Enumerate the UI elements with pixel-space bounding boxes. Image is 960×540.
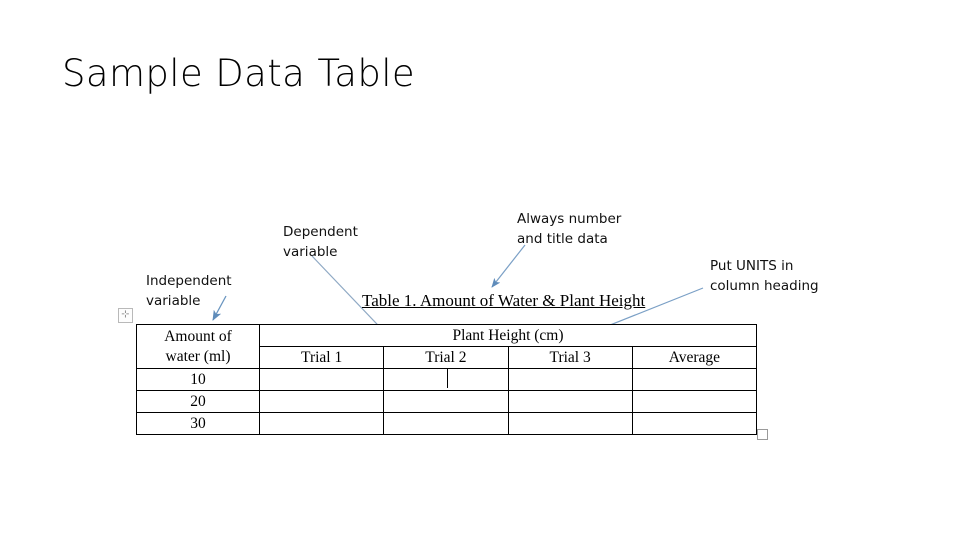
table-move-handle-icon[interactable]: ⊹ (118, 308, 133, 323)
cell-trial-3[interactable] (507, 412, 633, 435)
header-cell-average: Average (631, 346, 758, 369)
table-row[interactable]: 30 (136, 412, 758, 435)
header-cell-plant-height: Plant Height (cm) (259, 324, 757, 347)
header-cell-trial-2: Trial 2 (383, 346, 509, 369)
annotation-line: variable (146, 292, 201, 309)
cell-average[interactable] (631, 412, 758, 435)
cell-trial-2[interactable] (383, 390, 509, 413)
annotation-line: Always number (517, 211, 622, 227)
arrow-always-number-title (491, 244, 526, 288)
table-row-header-trials: Trial 1 Trial 2 Trial 3 Average (137, 346, 758, 369)
annotation-always-number-title: Always number and title data (517, 210, 621, 249)
cell-trial-3[interactable] (507, 390, 633, 413)
cell-average[interactable] (631, 368, 758, 391)
cell-trial-2[interactable] (383, 368, 509, 391)
annotation-line: variable (283, 243, 338, 260)
table-row[interactable]: 20 (136, 390, 758, 413)
annotation-line: and title data (517, 230, 608, 247)
table-caption: Table 1. Amount of Water & Plant Height (362, 291, 646, 310)
table-resize-handle-icon[interactable] (757, 429, 768, 440)
header-cell-trial-1: Trial 1 (258, 346, 385, 369)
cell-water-amount[interactable]: 10 (136, 368, 260, 391)
cell-trial-1[interactable] (258, 390, 385, 413)
data-table[interactable]: Amount of water (ml) Plant Height (cm) T… (136, 324, 758, 435)
header-line: water (ml) (165, 347, 231, 365)
cell-trial-2[interactable] (383, 412, 509, 435)
header-line: Amount of (164, 327, 232, 345)
annotation-put-units: Put UNITS in column heading (710, 257, 819, 296)
annotation-line: Put UNITS in (710, 258, 794, 274)
annotation-line: Independent (146, 273, 232, 289)
cell-water-amount[interactable]: 20 (136, 390, 260, 413)
header-cell-trial-3: Trial 3 (507, 346, 633, 369)
header-cell-amount-of-water: Amount of water (ml) (136, 324, 260, 369)
cell-trial-3[interactable] (507, 368, 633, 391)
annotation-independent-variable: Independent variable (146, 272, 232, 311)
table-row[interactable]: 10 (136, 368, 758, 391)
table-row-header-group: Amount of water (ml) Plant Height (cm) (136, 324, 757, 369)
data-table-container[interactable]: Amount of water (ml) Plant Height (cm) T… (136, 324, 758, 435)
page-title: Sample Data Table (62, 52, 416, 95)
annotation-line: Dependent (283, 224, 358, 240)
annotation-dependent-variable: Dependent variable (283, 223, 358, 262)
cell-trial-1[interactable] (258, 368, 385, 391)
cell-water-amount[interactable]: 30 (136, 412, 260, 435)
cell-average[interactable] (631, 390, 758, 413)
annotation-line: column heading (710, 277, 819, 294)
cell-trial-1[interactable] (258, 412, 385, 435)
text-cursor-caret (447, 369, 448, 388)
